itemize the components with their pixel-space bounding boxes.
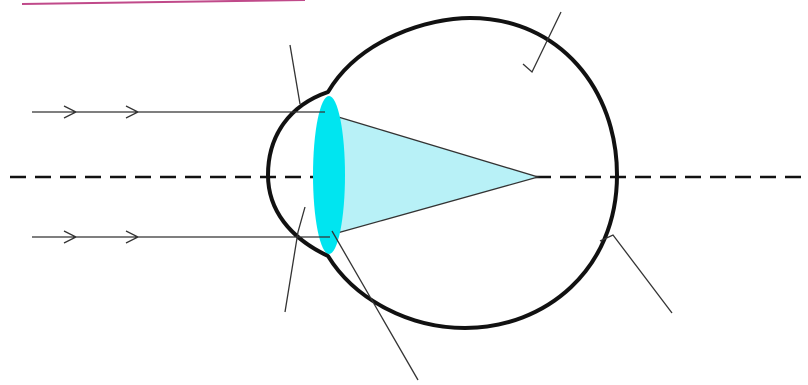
incoming-light-ray-top xyxy=(32,106,325,118)
leader-line-cornea-top xyxy=(290,45,300,104)
top-accent-line xyxy=(22,0,305,4)
leader-line-lens xyxy=(332,231,418,380)
leader-line-sclera-bottom xyxy=(600,235,672,313)
leader-line-retina-top xyxy=(523,12,561,72)
leader-line-cornea-bottom xyxy=(285,207,305,312)
eye-lens xyxy=(313,96,345,254)
focal-light-cone xyxy=(325,113,538,235)
incoming-light-ray-bottom xyxy=(32,231,330,243)
